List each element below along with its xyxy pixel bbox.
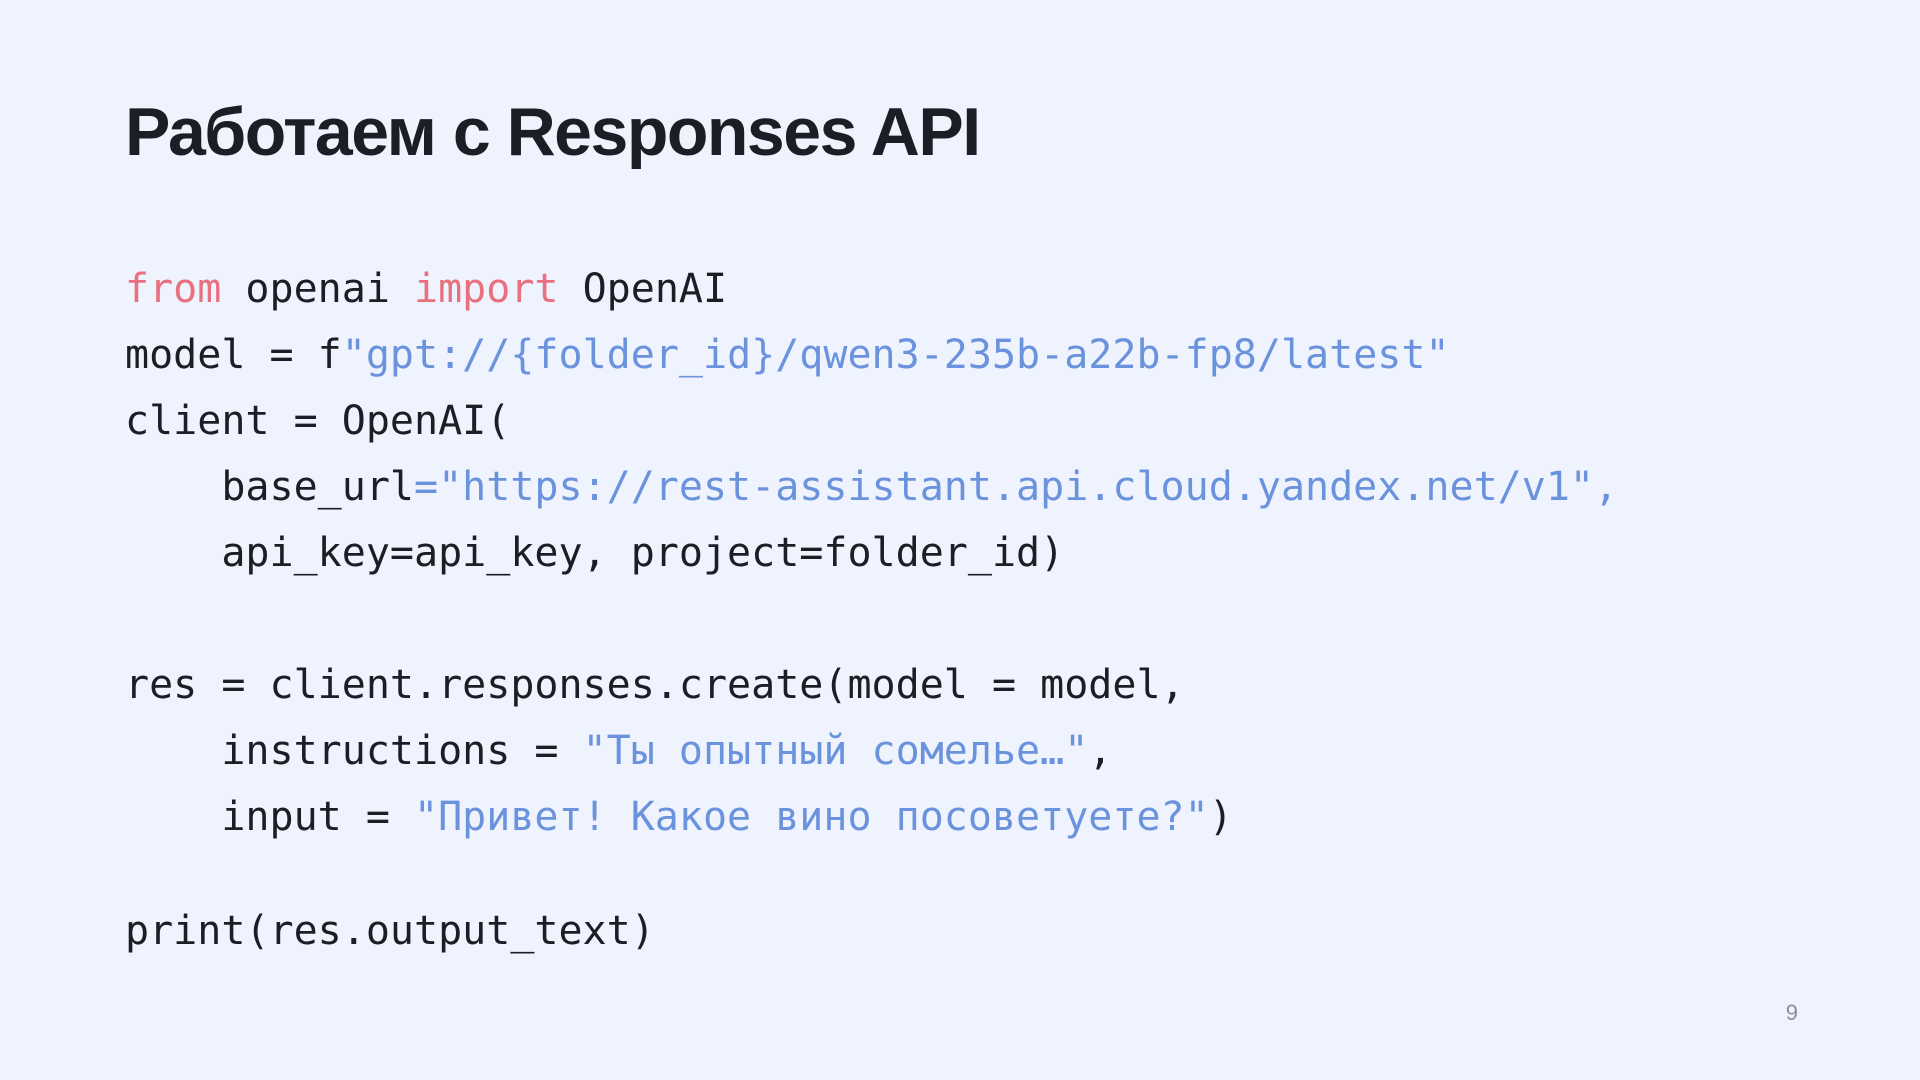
code-token: print(res.output_text) bbox=[125, 908, 655, 954]
page-number: 9 bbox=[1785, 1000, 1798, 1025]
code-line-import: from openai import OpenAI bbox=[125, 264, 727, 314]
code-token: input = bbox=[125, 794, 414, 840]
code-line-print: print(res.output_text) bbox=[125, 906, 655, 956]
code-token: res = client.responses.create(model = mo… bbox=[125, 662, 1185, 708]
code-token: client = OpenAI( bbox=[125, 398, 511, 444]
code-token: model = f bbox=[125, 332, 342, 378]
code-line-client: client = OpenAI( bbox=[125, 396, 510, 446]
code-line-model: model = f"gpt://{folder_id}/qwen3-235b-a… bbox=[125, 330, 1450, 380]
code-line-base-url: base_url="https://rest-assistant.api.clo… bbox=[125, 462, 1618, 512]
code-token: , bbox=[1088, 728, 1113, 774]
code-token: "gpt://{folder_id}/qwen3-235b-a22b-fp8/l… bbox=[341, 332, 1450, 378]
code-token: api_key=api_key, project=folder_id) bbox=[125, 530, 1065, 576]
code-token: base_url bbox=[125, 464, 414, 510]
code-line-instructions: instructions = "Ты опытный сомелье…", bbox=[125, 726, 1112, 776]
code-token: openai bbox=[221, 266, 414, 312]
code-token: from bbox=[125, 266, 222, 312]
slide-title: Работаем с Responses API bbox=[125, 94, 981, 170]
code-token: ) bbox=[1208, 794, 1233, 840]
code-token: instructions = bbox=[125, 728, 583, 774]
code-token: "Ты опытный сомелье…" bbox=[582, 728, 1089, 774]
code-token: "Привет! Какое вино посоветуете?" bbox=[413, 794, 1209, 840]
code-token: import bbox=[413, 266, 559, 312]
code-line-api-key: api_key=api_key, project=folder_id) bbox=[125, 528, 1064, 578]
code-line-res: res = client.responses.create(model = mo… bbox=[125, 660, 1185, 710]
code-token: OpenAI bbox=[558, 266, 728, 312]
code-token: ="https://rest-assistant.api.cloud.yande… bbox=[413, 464, 1619, 510]
code-line-input: input = "Привет! Какое вино посоветуете?… bbox=[125, 792, 1233, 842]
